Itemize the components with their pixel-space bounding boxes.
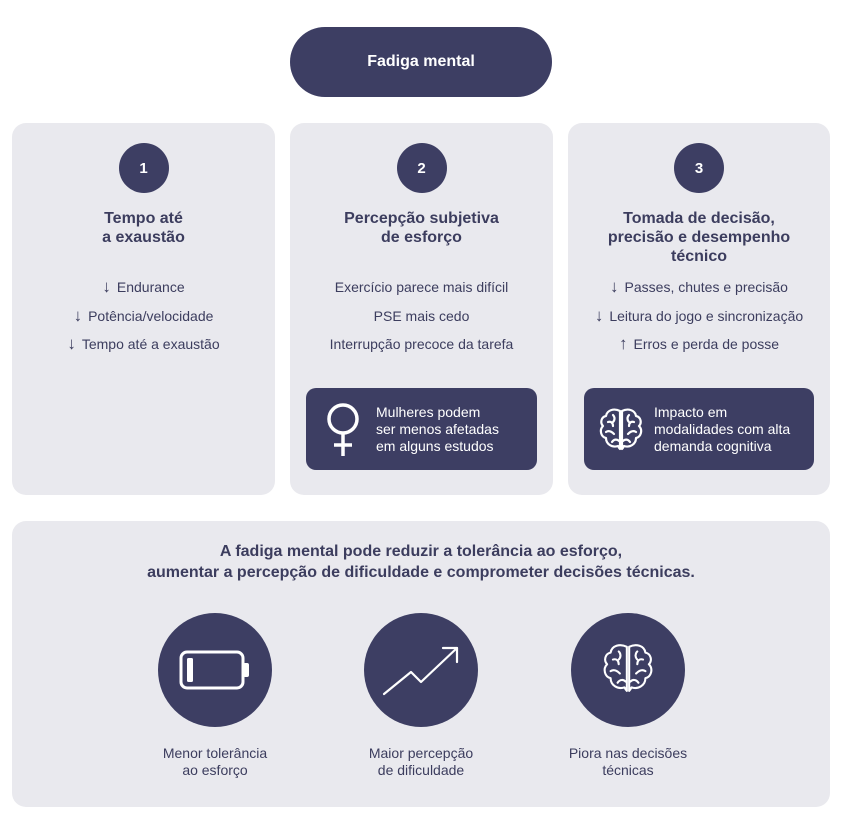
effect-circle [158, 613, 272, 727]
summary-panel: A fadiga mental pode reduzir a tolerânci… [12, 521, 830, 807]
arrow-up-icon: ↑ [618, 334, 628, 353]
list-item: ↓Leitura do jogo e sincronização [594, 305, 804, 325]
list-item: ↓Tempo até a exaustão [67, 334, 220, 353]
main-title-text: Fadiga mental [367, 53, 475, 70]
trend-up-arrow-icon [382, 646, 459, 696]
main-title: Fadiga mental [290, 27, 552, 97]
list-item: PSE mais cedo [373, 307, 470, 324]
note-box: Mulheres podem ser menos afetadas em alg… [306, 388, 537, 470]
low-battery-icon [179, 650, 249, 690]
card-perceived-effort: 2 Percepção subjetiva de esforço Exercíc… [290, 123, 553, 495]
effect-caption: Maior percepção de dificuldade [368, 745, 474, 778]
card-decision-making: 3 Tomada de decisão, precisão e desempen… [568, 123, 830, 495]
brain-icon [603, 644, 653, 692]
effect-list: Exercício parece mais difícil PSE mais c… [290, 273, 553, 359]
arrow-down-icon: ↓ [594, 305, 604, 325]
brain-icon [599, 408, 643, 451]
list-item: Exercício parece mais difícil [334, 279, 509, 295]
list-item: ↓Endurance [102, 277, 185, 296]
arrow-down-icon: ↓ [73, 305, 83, 325]
summary-text: A fadiga mental pode reduzir a tolerânci… [147, 543, 695, 581]
step-number-badge: 1 [118, 143, 169, 193]
card-title: Percepção subjetiva de esforço [344, 210, 499, 246]
effect-circle [571, 613, 685, 727]
step-number-badge: 3 [674, 143, 724, 193]
arrow-down-icon: ↓ [67, 334, 76, 353]
effect-circle [364, 613, 478, 727]
note-box: Impacto em modalidades com alta demanda … [584, 388, 814, 470]
effect-list: ↓Endurance ↓Potência/velocidade ↓Tempo a… [12, 273, 275, 359]
note-text: Impacto em modalidades com alta demanda … [654, 404, 791, 454]
arrow-down-icon: ↓ [610, 277, 619, 296]
card-exhaustion: 1 Tempo até a exaustão ↓Endurance ↓Potên… [12, 123, 275, 495]
card-title: Tempo até a exaustão [102, 210, 185, 246]
female-symbol-icon [327, 403, 359, 456]
arrow-down-icon: ↓ [102, 277, 111, 296]
effect-list: ↓Passes, chutes e precisão ↓Leitura do j… [568, 273, 830, 359]
effect-caption: Menor tolerância ao esforço [162, 745, 268, 778]
step-number-badge: 2 [396, 143, 447, 193]
list-item: ↓Potência/velocidade [73, 305, 214, 325]
card-title: Tomada de decisão, precisão e desempenho… [607, 210, 791, 265]
effect-caption: Piora nas decisões técnicas [568, 745, 688, 778]
list-item: ↑Erros e perda de posse [618, 334, 780, 353]
list-item: ↓Passes, chutes e precisão [610, 277, 788, 296]
list-item: Interrupção precoce da tarefa [329, 336, 514, 352]
note-text: Mulheres podem ser menos afetadas em alg… [376, 404, 499, 454]
